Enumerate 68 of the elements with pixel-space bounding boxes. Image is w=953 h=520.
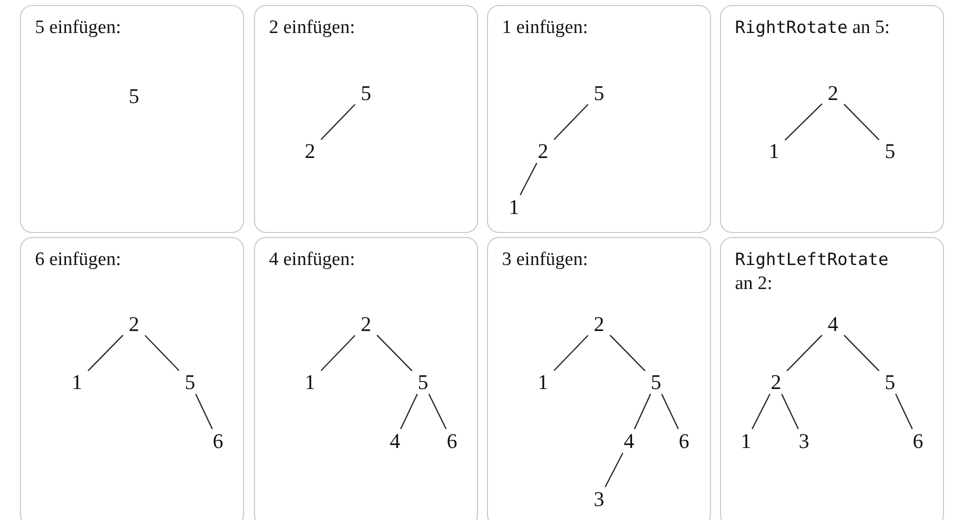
tree-edge (784, 103, 822, 141)
tree-edge (195, 394, 213, 430)
tree-edge (400, 394, 418, 430)
tree-node-key: 5 (879, 139, 901, 163)
step-heading: 5 einfügen: (35, 16, 122, 40)
tree-node-key: 2 (355, 312, 377, 336)
step-heading: 2 einfügen: (269, 16, 356, 40)
tree-node-key: 6 (907, 429, 929, 453)
tree-edge (781, 394, 799, 430)
step-panel (254, 5, 478, 233)
tree-edge (88, 334, 124, 372)
tree-node-key: 1 (66, 370, 88, 394)
tree-node-key: 6 (441, 429, 463, 453)
tree-node-key: 1 (532, 370, 554, 394)
step-heading: 3 einfügen: (502, 248, 590, 272)
tree-node-key: 2 (532, 139, 554, 163)
step-panel (20, 5, 244, 233)
step-panel (487, 5, 711, 233)
tree-node-key: 4 (822, 312, 844, 336)
tree-node-key: 3 (588, 487, 610, 511)
tree-node-key: 1 (735, 429, 757, 453)
tree-node-key: 5 (588, 81, 610, 105)
tree-node-key: 6 (673, 429, 695, 453)
tree-edge (634, 394, 652, 430)
tree-node-key: 5 (179, 370, 201, 394)
tree-node-key: 2 (765, 370, 787, 394)
tree-edge (895, 394, 913, 430)
tree-node-key: 4 (618, 429, 640, 453)
tree-edge (320, 104, 356, 140)
step-panel (720, 5, 944, 233)
step-heading: 4 einfügen: (269, 248, 356, 272)
step-heading: 1 einfügen: (502, 16, 590, 40)
step-panel (254, 237, 478, 520)
tree-edge (661, 394, 679, 430)
tree-node-key: 4 (384, 429, 406, 453)
tree-edge (610, 334, 646, 372)
tree-edge (786, 334, 822, 372)
tree-edge (604, 452, 624, 488)
tree-edge (520, 162, 538, 196)
tree-edge (554, 334, 588, 372)
tree-node-key: 3 (793, 429, 815, 453)
tree-edge (428, 394, 447, 430)
tree-node-key: 1 (763, 139, 785, 163)
tree-node-key: 5 (355, 81, 377, 105)
tree-node-key: 1 (503, 195, 525, 219)
tree-edge (752, 394, 770, 430)
tree-node-key: 5 (123, 84, 145, 108)
tree-edge (554, 104, 588, 140)
tree-node-key: 2 (123, 312, 145, 336)
step-panel (487, 237, 711, 520)
tree-node-key: 5 (645, 370, 667, 394)
tree-node-key: 5 (412, 370, 434, 394)
tree-node-key: 1 (299, 370, 321, 394)
step-heading: RightLeftRotate an 2: (735, 249, 890, 296)
step-panel (720, 237, 944, 520)
tree-edge (844, 334, 880, 372)
tree-edge (144, 334, 180, 372)
step-heading: RightRotate an 5: (735, 16, 891, 40)
tree-node-key: 2 (588, 312, 610, 336)
tree-node-key: 2 (822, 81, 844, 105)
tree-edge (320, 334, 356, 372)
tree-edge (376, 334, 412, 372)
tree-node-key: 6 (207, 429, 229, 453)
tree-node-key: 2 (299, 139, 321, 163)
step-panel (20, 237, 244, 520)
step-heading: 6 einfügen: (35, 248, 122, 272)
tree-node-key: 5 (879, 370, 901, 394)
tree-edge (844, 104, 880, 140)
